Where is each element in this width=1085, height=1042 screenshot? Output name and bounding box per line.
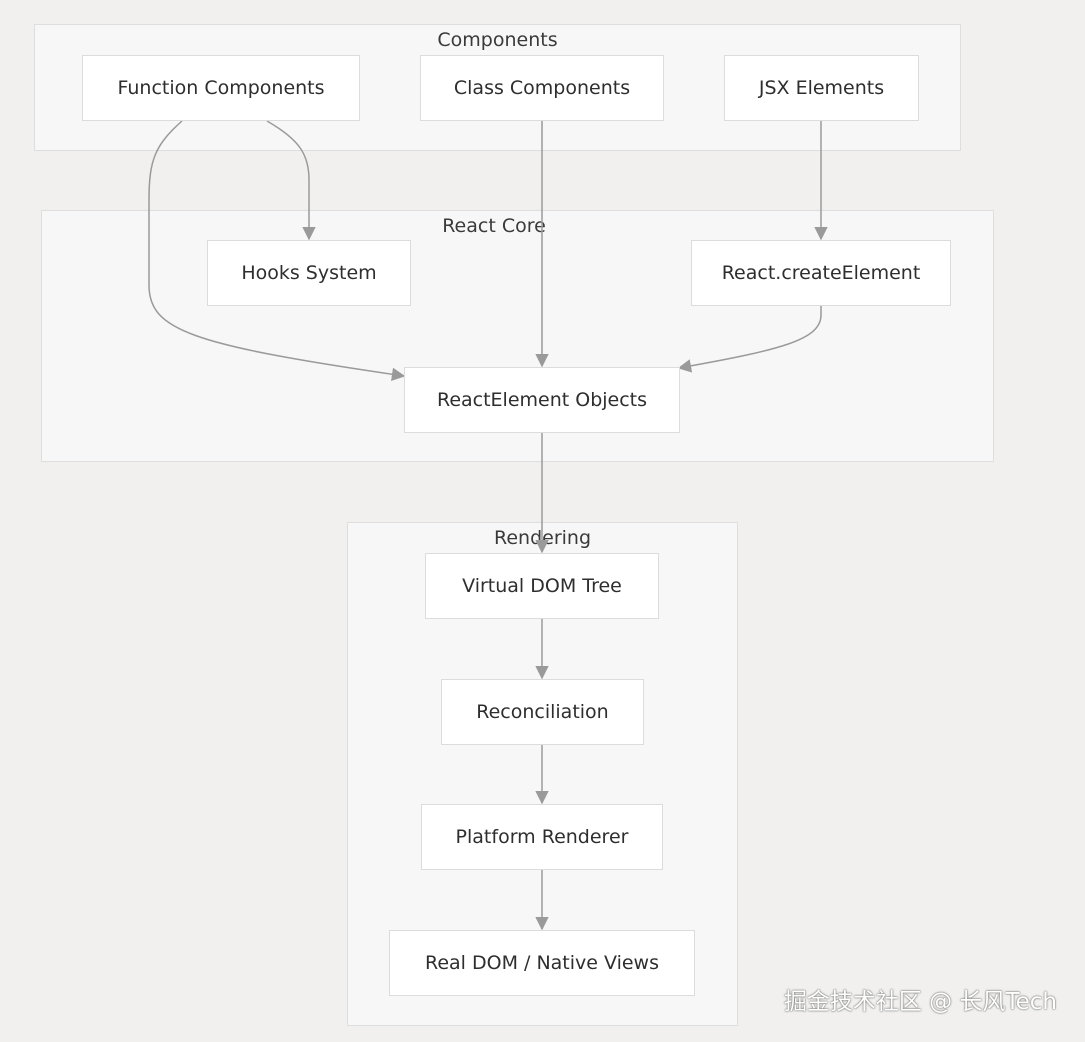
create-element-node: React.createElement: [691, 240, 951, 306]
jsx-elements-node: JSX Elements: [724, 55, 919, 121]
class-components-node: Class Components: [420, 55, 664, 121]
hooks-system-node: Hooks System: [207, 240, 411, 306]
virtual-dom-tree-node: Virtual DOM Tree: [425, 553, 659, 619]
react-core-group-title: React Core: [442, 215, 546, 237]
reconciliation-node: Reconciliation: [441, 679, 644, 745]
function-components-node: Function Components: [82, 55, 360, 121]
real-dom-node: Real DOM / Native Views: [389, 930, 695, 996]
components-group-title: Components: [437, 29, 558, 51]
react-element-objects-node: ReactElement Objects: [404, 367, 680, 433]
platform-renderer-node: Platform Renderer: [421, 804, 663, 870]
rendering-group-title: Rendering: [493, 527, 592, 549]
watermark: 掘金技术社区 @ 长风Tech: [783, 989, 1057, 1015]
